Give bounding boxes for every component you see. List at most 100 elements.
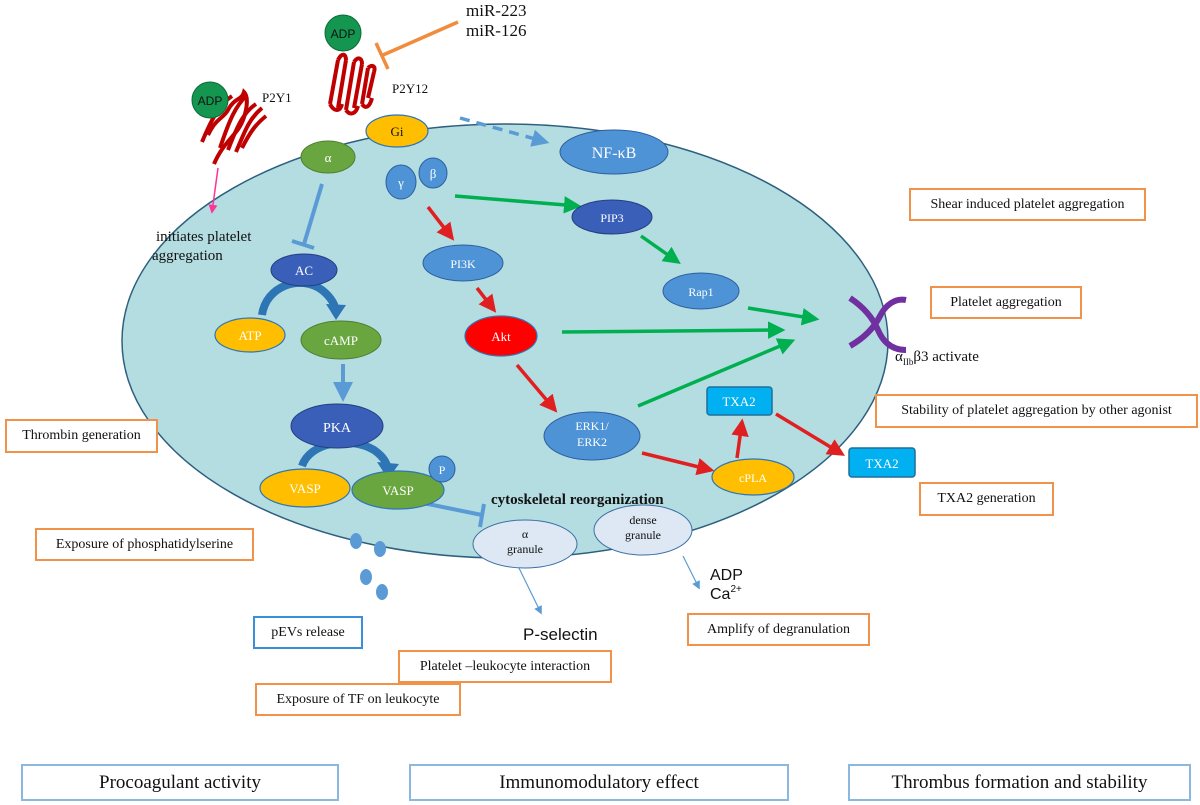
shear-aggregation-box: Shear induced platelet aggregation [909,188,1146,221]
gammabeta-to-pip3-arrow [454,194,582,214]
integrin-label: αIIbβ3 activate [895,349,979,367]
vasp-phosphorylated-node [351,470,445,510]
adp-ligand-p2y1-label: ADP [198,94,223,108]
initiates-aggregation-label-2: aggregation [152,248,223,264]
vasp-node [259,468,351,508]
p2y1-to-aggregation-arrow [208,167,219,214]
nfkb-node [559,129,669,175]
pka-vasp-curve-head [377,462,399,479]
txa2-outer-box [848,447,916,478]
thrombus-formation-box: Thrombus formation and stability [848,764,1191,801]
nfkb-node-label: NF-κB [592,145,637,162]
erk-node [543,411,641,461]
erk-node-label-2: ERK2 [577,435,607,449]
pip3-node [571,199,653,235]
thrombin-generation-box: Thrombin generation [5,419,158,453]
dense-granule-release-arrow [682,555,700,590]
ac-node-label: AC [295,263,313,278]
camp-node [300,320,382,360]
gi-to-nfkb-dashed-arrow [459,116,550,147]
tf-exposure-box: Exposure of TF on leukocyte [255,683,461,716]
gammabeta-to-pi3k-arrow [426,205,455,241]
initiates-aggregation-label-1: initiates platelet [156,229,252,245]
vasp-node-label: VASP [289,481,321,496]
beta-node-label: β [430,166,437,181]
pip3-node-label: PIP3 [600,211,623,225]
akt-node [464,315,538,357]
gi-node-label: Gi [391,124,404,139]
akt-to-integrin-arrow [561,321,786,339]
rap1-node-label: Rap1 [688,285,713,299]
mirna-inhibition-bar [374,42,390,70]
txa2-inner-label: TXA2 [722,394,755,409]
atp-node [214,317,286,353]
pka-node-label: PKA [323,421,352,436]
pselectin-label: P-selectin [523,625,598,644]
akt-node-label: Akt [491,329,511,344]
dense-granule [593,504,693,556]
gamma-node [385,164,417,200]
procoagulant-activity-box: Procoagulant activity [21,764,339,801]
cytoskeletal-reorganization-label: cytoskeletal reorganization [491,492,664,508]
alpha-granule-label-2: granule [507,542,543,556]
mirna-223-label: miR-223 [466,1,526,20]
stability-aggregation-box: Stability of platelet aggregation by oth… [875,394,1198,428]
atp-node-label: ATP [238,328,261,343]
alpha-node [300,140,356,174]
phosphate-label: P [439,463,446,477]
adp-ligand-p2y12-label: ADP [331,27,356,41]
txa2-outer-label: TXA2 [865,456,898,471]
leukocyte-interaction-box: Platelet –leukocyte interaction [398,650,612,683]
adp-ligand-p2y1 [191,81,229,119]
erk-node-label-1: ERK1/ [575,419,609,433]
pevs-vesicles [350,533,388,600]
cpla-to-txa2-arrow [731,418,749,459]
pip3-to-rap1-arrow [639,234,681,265]
beta-node [418,157,448,189]
pi3k-node [422,244,504,282]
adp-release-label: ADP [710,567,743,584]
akt-to-erk-arrow [515,363,558,413]
camp-node-label: cAMP [324,333,358,348]
txa2-inner-box [706,386,773,416]
ac-atp-camp-curve-head [326,304,346,320]
phosphate-icon [428,455,456,483]
pevs-release-box: pEVs release [253,616,363,649]
gi-node [365,114,429,148]
alpha-to-ac-inhibition-bar [291,239,315,250]
p2y12-label: P2Y12 [392,81,428,96]
rap1-node [662,272,740,310]
txa2-generation-box: TXA2 generation [919,482,1054,516]
ca-release-label: Ca2+ [710,584,742,603]
erk-to-integrin-arrow [637,338,796,408]
dense-granule-label-1: dense [629,513,656,527]
amplify-degranulation-box: Amplify of degranulation [687,613,870,646]
txa2-release-arrow [775,412,845,456]
pi3k-node-label: PI3K [450,257,476,271]
alpha-granule-release-arrow [517,565,542,615]
rap1-to-integrin-arrow [747,306,820,326]
p2y1-label: P2Y1 [262,90,292,105]
vasp-phosphorylated-label: VASP [382,483,414,498]
p2y12-receptor [328,52,377,116]
alpha-to-ac-inhibition [302,183,324,245]
cpla-node [711,458,795,496]
pka-node [290,403,384,449]
platelet-aggregation-box: Platelet aggregation [930,286,1082,319]
adp-ligand-p2y12 [324,14,362,52]
immunomodulatory-effect-box: Immunomodulatory effect [409,764,789,801]
mirna-126-label: miR-126 [466,21,526,40]
vasp-to-cytoskeleton-inhibition [422,501,483,517]
pi3k-to-akt-arrow [475,286,497,313]
phosphatidylserine-box: Exposure of phosphatidylserine [35,528,254,561]
ac-node [270,253,338,287]
alpha-granule [472,519,578,569]
gamma-node-label: γ [397,175,404,190]
dense-granule-label-2: granule [625,528,661,542]
vasp-to-cytoskeleton-inhibition-bar [478,503,486,528]
mirna-inhibition-line [382,20,459,57]
alpha-granule-label-1: α [522,527,529,541]
integrin-icon [848,295,907,353]
alpha-node-label: α [325,150,332,165]
